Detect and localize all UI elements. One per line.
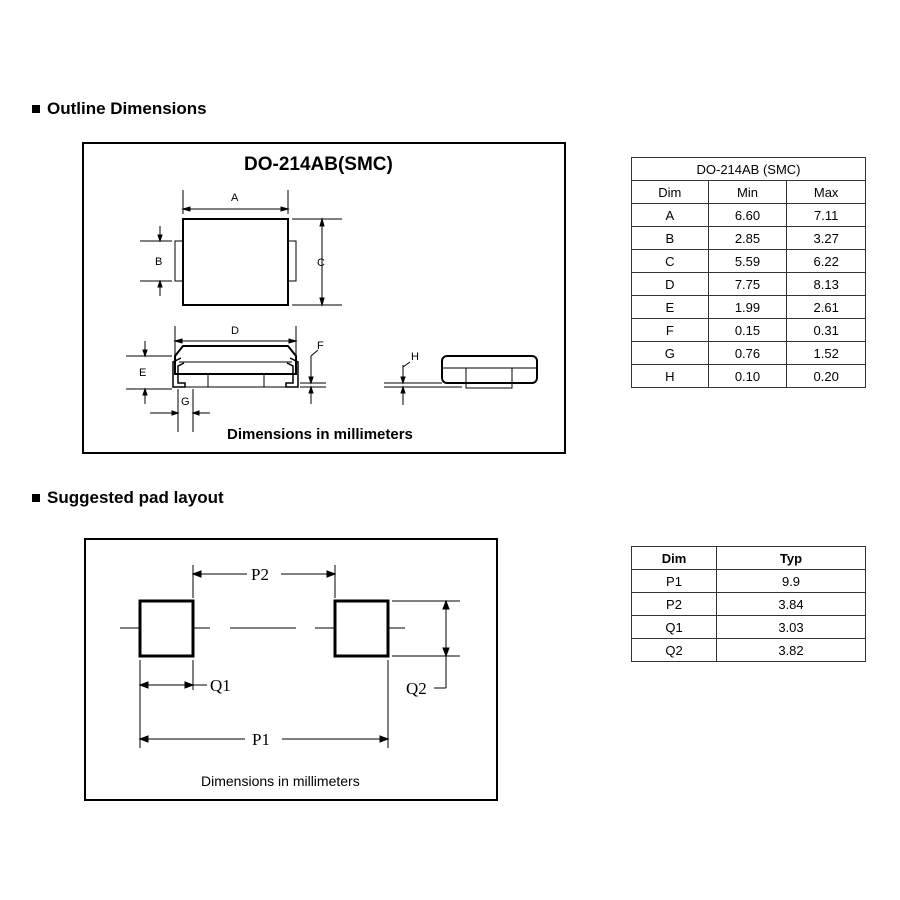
dim-label-d: D — [231, 325, 239, 337]
dim-label-c: C — [317, 257, 325, 269]
table-cell: 9.9 — [716, 569, 866, 593]
pad-layout-heading: Suggested pad layout — [32, 488, 224, 508]
pad-table-header: Typ — [716, 546, 866, 570]
dim-label-h: H — [411, 351, 419, 363]
table-cell: Q2 — [630, 638, 718, 662]
table-cell: 3.82 — [716, 638, 866, 662]
table-cell: P1 — [630, 569, 718, 593]
table-cell: Q1 — [630, 615, 718, 639]
pad-right — [333, 599, 390, 658]
pad-table: Dim Typ P1 9.9 P2 3.84 Q1 3.03 Q2 3.82 — [630, 546, 866, 662]
pad-label-q2: Q2 — [406, 679, 427, 698]
pad-units-note: Dimensions in millimeters — [201, 773, 360, 789]
dimension-table-header: Dim — [631, 180, 709, 204]
table-row: P1 9.9 — [630, 569, 866, 593]
table-cell: 5.59 — [707, 249, 788, 273]
pad-table-header: Dim — [630, 546, 718, 570]
table-row: G 0.76 1.52 — [631, 341, 866, 365]
table-cell: 7.75 — [707, 272, 788, 296]
outline-units-note: Dimensions in millimeters — [227, 426, 413, 443]
package-title: DO-214AB(SMC) — [244, 154, 393, 175]
table-row: D 7.75 8.13 — [631, 272, 866, 296]
table-row: C 5.59 6.22 — [631, 249, 866, 273]
end-view-body — [441, 355, 538, 384]
dimension-table-title: DO-214AB (SMC) — [631, 157, 866, 181]
outline-drawing-panel — [82, 142, 566, 454]
table-row: P2 3.84 — [630, 592, 866, 616]
dimension-table-header: Max — [786, 180, 866, 204]
table-cell: 2.61 — [786, 295, 866, 319]
table-cell: B — [631, 226, 709, 250]
table-cell: 3.03 — [716, 615, 866, 639]
top-view-lead-right — [287, 240, 297, 282]
pad-label-q1: Q1 — [210, 676, 231, 695]
table-row: Q2 3.82 — [630, 638, 866, 662]
table-cell: F — [631, 318, 709, 342]
table-cell: H — [631, 364, 709, 388]
pad-layout-heading-text: Suggested pad layout — [47, 488, 224, 507]
table-cell: 1.99 — [707, 295, 788, 319]
outline-heading-text: Outline Dimensions — [47, 99, 207, 118]
pad-label-p1: P1 — [252, 730, 270, 749]
pad-left — [138, 599, 195, 658]
table-cell: 6.22 — [786, 249, 866, 273]
top-view-lead-left — [174, 240, 184, 282]
dim-label-e: E — [139, 367, 147, 379]
table-row: Q1 3.03 — [630, 615, 866, 639]
dim-label-b: B — [155, 256, 163, 268]
pad-layout-panel — [84, 538, 498, 801]
bullet-icon — [32, 105, 40, 113]
table-cell: 7.11 — [786, 203, 866, 227]
table-cell: P2 — [630, 592, 718, 616]
table-row: H 0.10 0.20 — [631, 364, 866, 388]
dimension-table: DO-214AB (SMC) Dim Min Max A 6.60 7.11 B… — [631, 157, 866, 388]
side-view-lead-right — [285, 357, 299, 388]
table-row: A 6.60 7.11 — [631, 203, 866, 227]
table-cell: 8.13 — [786, 272, 866, 296]
table-cell: 0.20 — [786, 364, 866, 388]
side-view-lead-left — [172, 357, 186, 388]
table-cell: C — [631, 249, 709, 273]
table-cell: 0.10 — [707, 364, 788, 388]
dim-label-a: A — [231, 192, 239, 204]
bullet-icon — [32, 494, 40, 502]
table-cell: A — [631, 203, 709, 227]
table-cell: 3.84 — [716, 592, 866, 616]
pad-label-p2: P2 — [251, 565, 269, 584]
outline-heading: Outline Dimensions — [32, 99, 207, 119]
table-cell: 0.76 — [707, 341, 788, 365]
dim-label-f: F — [317, 340, 324, 352]
dim-label-g: G — [181, 396, 190, 408]
